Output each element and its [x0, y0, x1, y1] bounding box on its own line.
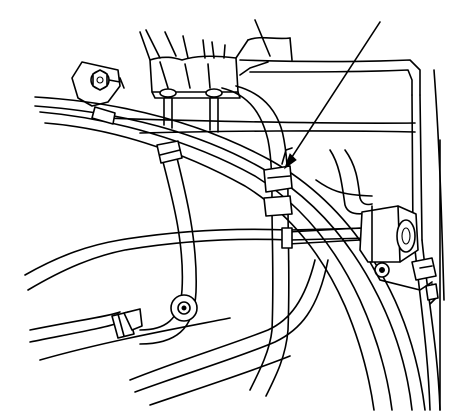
valve-assembly — [359, 205, 439, 305]
hose-clamp — [263, 147, 293, 217]
vertical-pipe — [281, 149, 373, 249]
lower-clamp — [111, 308, 143, 339]
pointer-arrow — [283, 21, 381, 170]
bracket-bolt — [71, 61, 125, 107]
grommet-bolt — [170, 294, 198, 322]
lower-hose-left — [139, 140, 198, 345]
long-crossing-pipes — [34, 96, 426, 411]
lower-sweeping-pipes — [24, 227, 371, 406]
upper-bracket — [139, 19, 293, 133]
